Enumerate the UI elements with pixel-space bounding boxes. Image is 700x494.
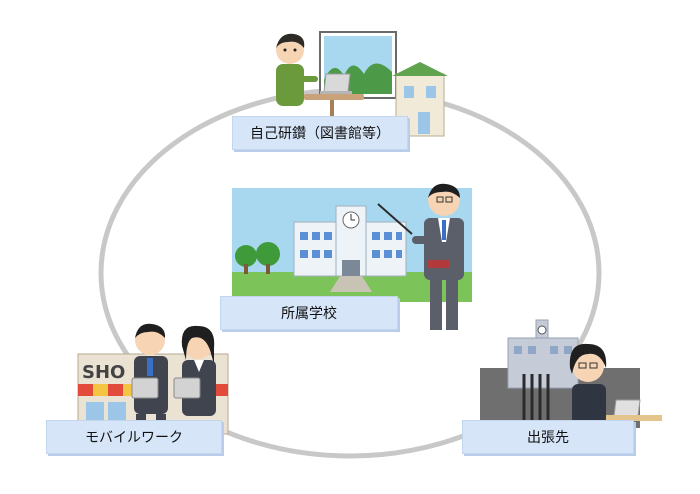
shop-sign-text: SHO	[82, 362, 125, 383]
mobile-work-scene-illustration: SHO	[77, 323, 229, 435]
school-scene-illustration	[232, 183, 472, 330]
business-trip-label: 出張先	[462, 420, 634, 454]
mobile-work-label: モバイルワーク	[46, 420, 222, 454]
self-study-label: 自己研鑽（図書館等）	[232, 116, 408, 150]
business-trip-scene-illustration	[480, 319, 662, 428]
library-scene-illustration	[276, 31, 448, 137]
school-label: 所属学校	[220, 296, 398, 330]
